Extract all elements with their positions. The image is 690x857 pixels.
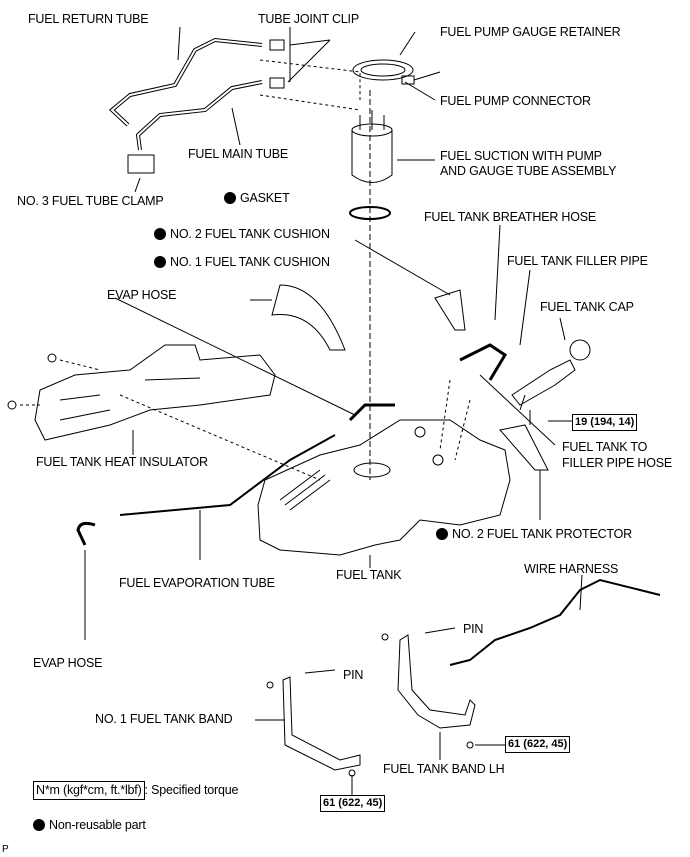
tube-joint-clip bbox=[269, 39, 285, 51]
label-fuel-tank: FUEL TANK bbox=[336, 568, 402, 582]
legend-non-reusable: Non-reusable part bbox=[33, 818, 146, 833]
label-evap-hose-bottom: EVAP HOSE bbox=[33, 656, 103, 670]
fuel-tank-heat-insulator bbox=[34, 344, 276, 441]
label-no2-fuel-tank-cushion: NO. 2 FUEL TANK CUSHION bbox=[154, 227, 330, 242]
torque-band-no1-bolt: 61 (622, 45) bbox=[320, 795, 386, 812]
evap-hose bbox=[348, 403, 395, 422]
torque-filler-pipe-bolt: 19 (194, 14) bbox=[572, 414, 638, 431]
label-gasket: GASKET bbox=[224, 191, 290, 206]
fuel-tube-clamp bbox=[127, 154, 155, 174]
non-reusable-icon bbox=[436, 528, 448, 540]
evap-hose-lower bbox=[76, 521, 96, 546]
label-no1-fuel-tank-cushion: NO. 1 FUEL TANK CUSHION bbox=[154, 255, 330, 270]
no2-protector-text: NO. 2 FUEL TANK PROTECTOR bbox=[452, 527, 632, 541]
legend-non-reusable-text: Non-reusable part bbox=[49, 818, 146, 832]
label-tube-joint-clip: TUBE JOINT CLIP bbox=[258, 12, 359, 26]
label-fuel-tank-breather-hose: FUEL TANK BREATHER HOSE bbox=[424, 210, 597, 224]
fuel-tank-cap bbox=[569, 339, 591, 361]
fuel-tank bbox=[257, 419, 511, 568]
wire-harness bbox=[449, 578, 661, 666]
legend-torque: N*m (kgf*cm, ft.*lbf): Specified torque bbox=[33, 781, 238, 800]
fuel-suction-pump-assembly bbox=[351, 110, 393, 183]
label-fuel-pump-connector: FUEL PUMP CONNECTOR bbox=[440, 94, 591, 108]
legend-torque-desc: : Specified torque bbox=[144, 783, 239, 797]
gasket-text: GASKET bbox=[240, 191, 290, 205]
corner-mark: P bbox=[2, 844, 9, 855]
no2-fuel-tank-cushion bbox=[434, 289, 466, 331]
label-pin-right: PIN bbox=[463, 622, 484, 636]
label-fuel-tank-band-lh: FUEL TANK BAND LH bbox=[383, 762, 505, 776]
non-reusable-icon bbox=[154, 228, 166, 240]
label-fuel-tank-to-filler-2: FILLER PIPE HOSE bbox=[562, 456, 673, 470]
fuel-return-tube bbox=[108, 37, 263, 127]
label-fuel-tank-filler-pipe: FUEL TANK FILLER PIPE bbox=[507, 254, 648, 268]
label-fuel-return-tube: FUEL RETURN TUBE bbox=[28, 12, 149, 26]
label-fuel-pump-gauge-retainer: FUEL PUMP GAUGE RETAINER bbox=[440, 25, 621, 39]
non-reusable-icon bbox=[224, 192, 236, 204]
legend-torque-unit: N*m (kgf*cm, ft.*lbf) bbox=[33, 781, 145, 800]
no1-fuel-tank-cushion bbox=[271, 284, 346, 351]
no1-fuel-tank-band bbox=[282, 676, 361, 771]
label-fuel-suction-2: AND GAUGE TUBE ASSEMBLY bbox=[440, 164, 617, 178]
label-fuel-evaporation-tube: FUEL EVAPORATION TUBE bbox=[119, 576, 275, 590]
label-no1-fuel-tank-band: NO. 1 FUEL TANK BAND bbox=[95, 712, 233, 726]
label-fuel-tank-heat-insulator: FUEL TANK HEAT INSULATOR bbox=[36, 455, 208, 469]
label-no2-fuel-tank-protector: NO. 2 FUEL TANK PROTECTOR bbox=[436, 527, 632, 542]
label-fuel-suction-1: FUEL SUCTION WITH PUMP bbox=[440, 149, 602, 163]
label-fuel-tank-cap: FUEL TANK CAP bbox=[540, 300, 634, 314]
no1-cushion-text: NO. 1 FUEL TANK CUSHION bbox=[170, 255, 330, 269]
label-evap-hose-top: EVAP HOSE bbox=[107, 288, 177, 302]
tube-joint-clip bbox=[269, 77, 285, 89]
fuel-main-tube bbox=[135, 80, 263, 151]
no2-fuel-tank-protector bbox=[499, 424, 549, 471]
label-fuel-main-tube: FUEL MAIN TUBE bbox=[188, 147, 288, 161]
torque-band-lh-bolt: 61 (622, 45) bbox=[505, 736, 571, 753]
fuel-tank-filler-pipe bbox=[511, 359, 576, 425]
fuel-tank-band-lh bbox=[397, 634, 476, 729]
non-reusable-icon bbox=[154, 256, 166, 268]
non-reusable-icon bbox=[33, 819, 45, 831]
label-fuel-tank-to-filler-1: FUEL TANK TO bbox=[562, 440, 648, 454]
fuel-pump-gauge-retainer bbox=[352, 59, 414, 81]
fuel-evaporation-tube bbox=[119, 434, 336, 516]
label-pin-left: PIN bbox=[343, 668, 364, 682]
label-wire-harness: WIRE HARNESS bbox=[524, 562, 619, 576]
fuel-tank-breather-hose bbox=[459, 343, 508, 381]
no2-cushion-text: NO. 2 FUEL TANK CUSHION bbox=[170, 227, 330, 241]
label-no3-fuel-tube-clamp: NO. 3 FUEL TUBE CLAMP bbox=[17, 194, 164, 208]
